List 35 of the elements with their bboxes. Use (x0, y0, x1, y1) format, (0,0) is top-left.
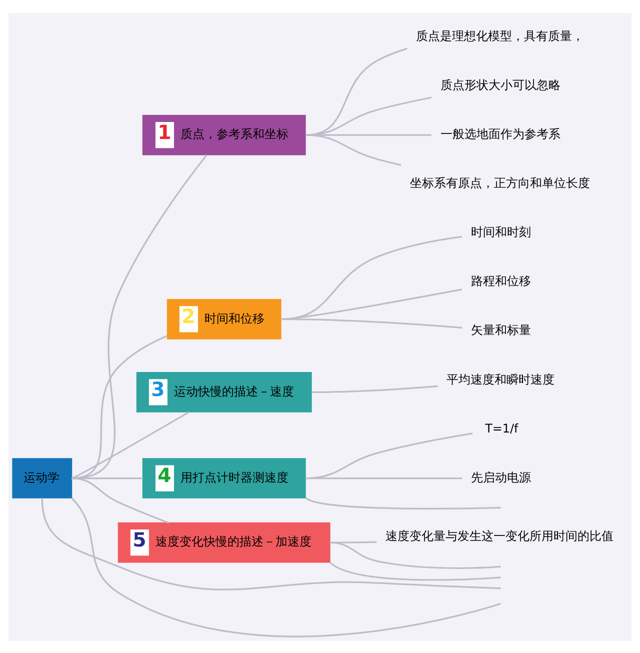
connector (306, 476, 462, 479)
connector (312, 384, 438, 393)
node-text: 坐标系有原点，正方向和单位长度 (410, 176, 590, 190)
node-text: 质点是理想化模型，具有质量， (416, 28, 584, 43)
connector (306, 134, 402, 166)
connector (71, 154, 208, 479)
connector (330, 540, 377, 543)
node-text: 质点形状大小可以忽略 (440, 78, 560, 92)
node-box: 运动学 (12, 458, 72, 498)
node-text: 时间和时刻 (470, 224, 531, 239)
node-text: 矢量和标量 (470, 322, 531, 337)
node-text: 一般选地面作为参考系 (440, 126, 560, 141)
connector (72, 476, 170, 524)
connector (71, 410, 190, 479)
connector (282, 235, 462, 320)
connector (306, 432, 473, 479)
node-box: 3 运动快慢的描述－速度 (136, 372, 312, 412)
connector (306, 134, 432, 136)
node-text: 路程和位移 (470, 274, 531, 288)
connector (306, 96, 432, 136)
node-text: 平均速度和瞬时速度 (446, 372, 554, 386)
node-text: 先启动电源 (470, 470, 531, 484)
connector (329, 561, 501, 580)
node-box: 1 质点，参考系和坐标 (142, 114, 306, 155)
node-box: 4 用打点计时器测速度 (142, 458, 306, 498)
connector (282, 318, 462, 328)
node-box: 2 时间和位移 (166, 298, 282, 339)
connector (282, 288, 462, 320)
node-box: 5 速度变化快慢的描述－加速度 (118, 522, 330, 562)
connector (70, 496, 501, 637)
node-text: 速度变化量与发生这一变化所用时间的比值 (385, 528, 614, 543)
connector (305, 496, 501, 509)
connector (330, 541, 501, 568)
node-text: T=1/f (485, 420, 518, 435)
connector (41, 498, 501, 590)
